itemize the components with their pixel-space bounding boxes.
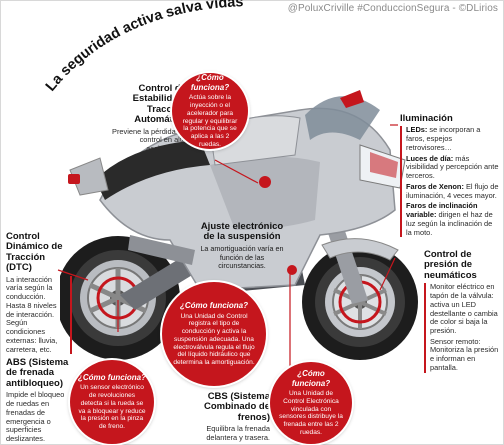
lighting-xenon: Faros de Xenon: El flujo de iluminación,…: [406, 181, 500, 200]
stability-how-bubble: ¿Cómo funciona? Actúa sobre la inyección…: [172, 73, 248, 149]
abs-how-question: ¿Cómo funciona?: [78, 372, 146, 382]
suspension-how-text: Una Unidad de Control registra el tipo d…: [173, 312, 255, 367]
tail-section: [69, 157, 109, 196]
stability-section: Control de Estabilidad/ Tracción Automát…: [106, 83, 186, 156]
tire-pressure-p1: Monitor eléctrico en tapón de la válvula…: [430, 282, 498, 335]
motorcycle-illustration: [60, 90, 418, 360]
windscreen: [305, 96, 380, 140]
lighting-incline-text: dirigen el haz de luz según la inclinaci…: [406, 210, 493, 237]
lighting-incline-label: Faros de inclinación variable:: [406, 201, 478, 220]
traction-sensor-dot: [259, 176, 271, 188]
dtc-text: La interacción varía según la conducción…: [6, 275, 72, 355]
front-fender: [321, 238, 399, 261]
cbs-heading: CBS (Sistema Combinado de frenos): [204, 391, 270, 423]
abs-text: Impide el bloqueo de ruedas en frenadas …: [6, 390, 65, 443]
tire-pressure-heading: Control de presión de neumáticos: [424, 249, 477, 281]
lighting-day-text: más visibilidad y percepción ante tercer…: [406, 153, 499, 181]
mirror: [340, 90, 364, 108]
suspension-text: La amortiguación varía en función de las…: [200, 243, 284, 271]
tire-pressure-p2: Sensor remoto: Monitoriza la presión e i…: [430, 336, 499, 372]
cbs-section: CBS (Sistema Combinado de frenos) Equili…: [176, 391, 270, 445]
lighting-incline: Faros de inclinación variable: dirigen e…: [406, 202, 500, 237]
lighting-leds: LEDs: se incorporan a faros, espejos ret…: [406, 125, 500, 152]
lighting-xenon-label: Faros de Xenon:: [406, 181, 464, 191]
lighting-heading: Iluminación: [400, 113, 453, 124]
lighting-xenon-text: El flujo de iluminación, 4 veces mayor.: [406, 181, 499, 200]
dtc-heading: Control Dinámico de Tracción (DTC): [6, 231, 63, 274]
cbs-how-bubble: ¿Cómo funciona? Una Unidad de Control El…: [270, 362, 352, 444]
lighting-day: Luces de día: más visibilidad y percepci…: [406, 153, 500, 181]
credit-line: @PoluxCriville #ConduccionSegura - ©DLir…: [287, 3, 498, 14]
cbs-unit-dot: [287, 265, 297, 275]
lighting-details: LEDs: se incorporan a faros, espejos ret…: [400, 125, 500, 238]
lighting-leds-text: se incorporan a faros, espejos retroviso…: [406, 125, 481, 152]
dtc-section: Control Dinámico de Tracción (DTC) La in…: [6, 231, 72, 356]
cbs-how-text: Una Unidad de Control Electrónica vincul…: [279, 390, 343, 436]
abs-heading: ABS (Sistema de frenada antibloqueo): [6, 357, 69, 389]
lighting-day-label: Luces de día:: [406, 153, 454, 163]
stability-how-text: Actúa sobre la inyección o el acelerador…: [182, 94, 238, 148]
lighting-leds-label: LEDs:: [406, 125, 428, 135]
abs-how-text: Un sensor electrónico de revoluciones de…: [78, 384, 146, 431]
exhaust: [128, 235, 195, 265]
abs-how-bubble: ¿Cómo funciona? Un sensor electrónico de…: [70, 360, 154, 444]
tire-pressure-details: Monitor eléctrico en tapón de la válvula…: [424, 282, 502, 373]
abs-section: ABS (Sistema de frenada antibloqueo) Imp…: [6, 357, 70, 445]
suspension-how-question: ¿Cómo funciona?: [180, 301, 248, 311]
stability-heading: Control de Estabilidad/ Tracción Automát…: [132, 83, 186, 126]
stability-how-question: ¿Cómo funciona?: [190, 73, 230, 92]
lighting-section: Iluminación LEDs: se incorporan a faros,…: [400, 113, 500, 239]
suspension-heading: Ajuste electrónico de la suspensión: [200, 221, 284, 243]
suspension-section: Ajuste electrónico de la suspensión La a…: [196, 221, 288, 271]
tire-pressure-section: Control de presión de neumáticos Monitor…: [424, 249, 502, 375]
tail-light: [68, 174, 80, 184]
stability-text: Previene la pérdida de control en alta a…: [112, 126, 186, 154]
cbs-how-question: ¿Cómo funciona?: [291, 369, 331, 388]
seat: [95, 140, 210, 200]
cbs-text: Equilibra la frenada delantera y trasera…: [206, 424, 270, 443]
headlight-led: [370, 152, 398, 178]
suspension-how-bubble: ¿Cómo funciona? Una Unidad de Control re…: [162, 282, 266, 386]
